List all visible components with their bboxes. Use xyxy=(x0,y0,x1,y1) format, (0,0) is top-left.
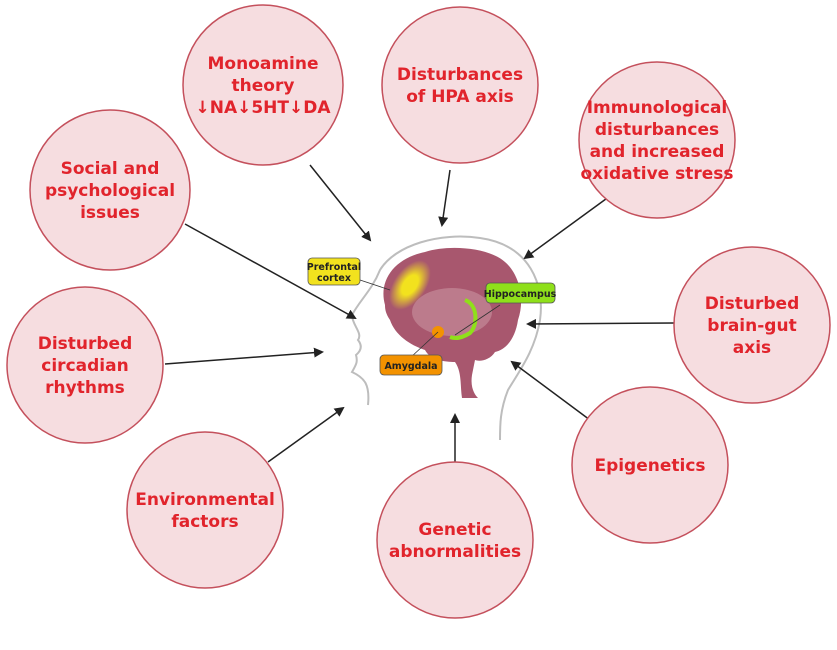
factor-text: rhythms xyxy=(45,378,125,398)
factor-text: axis xyxy=(733,338,771,358)
factor-text: factors xyxy=(171,512,238,532)
arrow xyxy=(523,195,611,260)
arrow xyxy=(184,223,357,319)
factor-text: Disturbances xyxy=(397,65,523,85)
factor-circle xyxy=(376,461,534,619)
svg-text:Prefrontal: Prefrontal xyxy=(307,262,361,273)
factor-circle xyxy=(182,4,344,166)
factor-text: Genetic xyxy=(418,520,491,540)
arrow xyxy=(164,347,324,365)
hippocampus-label: Hippocampus xyxy=(484,282,557,304)
factor-text: Disturbed xyxy=(38,334,133,354)
factor-text: ↓NA↓5HT↓DA xyxy=(195,98,331,118)
factor-circle xyxy=(381,6,539,164)
hippocampus-region xyxy=(449,298,478,340)
factor-circle xyxy=(673,246,831,404)
svg-text:Hippocampus: Hippocampus xyxy=(484,289,557,300)
factor-circles: Monoaminetheory↓NA↓5HT↓DADisturbancesof … xyxy=(6,4,831,619)
factor-text: theory xyxy=(232,76,295,96)
factor-text: issues xyxy=(80,203,140,223)
prefrontal-cortex-region xyxy=(389,260,431,310)
arrow xyxy=(309,164,372,242)
factor-text: oxidative stress xyxy=(581,164,734,184)
factor-circle xyxy=(571,386,729,544)
factor-text: psychological xyxy=(45,181,175,201)
factor-text: of HPA axis xyxy=(406,87,514,107)
head-outline xyxy=(350,235,542,441)
factor-text: abnormalities xyxy=(389,542,521,562)
factor-epigenetics: Epigenetics xyxy=(510,360,729,544)
arrow xyxy=(438,169,451,227)
factor-circle xyxy=(6,286,164,444)
arrow xyxy=(526,318,675,329)
factor-text: Environmental xyxy=(135,490,275,510)
factor-text: Social and xyxy=(61,159,160,179)
factor-text: circadian xyxy=(41,356,128,376)
svg-text:cortex: cortex xyxy=(317,273,351,284)
factor-text: Immunological xyxy=(587,98,728,118)
factor-text: and increased xyxy=(590,142,725,162)
arrow xyxy=(510,360,591,421)
brain-inner xyxy=(412,288,492,336)
factor-circle xyxy=(126,431,284,589)
factor-text: Epigenetics xyxy=(594,456,705,476)
factor-text: brain-gut xyxy=(707,316,796,336)
amygdala-label: Amygdala xyxy=(379,354,443,376)
factor-text: Disturbed xyxy=(705,294,800,314)
factor-text: Monoamine xyxy=(207,54,318,74)
svg-text:Amygdala: Amygdala xyxy=(384,361,437,372)
factor-circle xyxy=(578,61,736,219)
factor-text: disturbances xyxy=(595,120,719,140)
arrow xyxy=(267,406,345,463)
factor-circle xyxy=(29,109,191,271)
prefrontal-cortex-label: Prefrontal cortex xyxy=(307,257,361,286)
